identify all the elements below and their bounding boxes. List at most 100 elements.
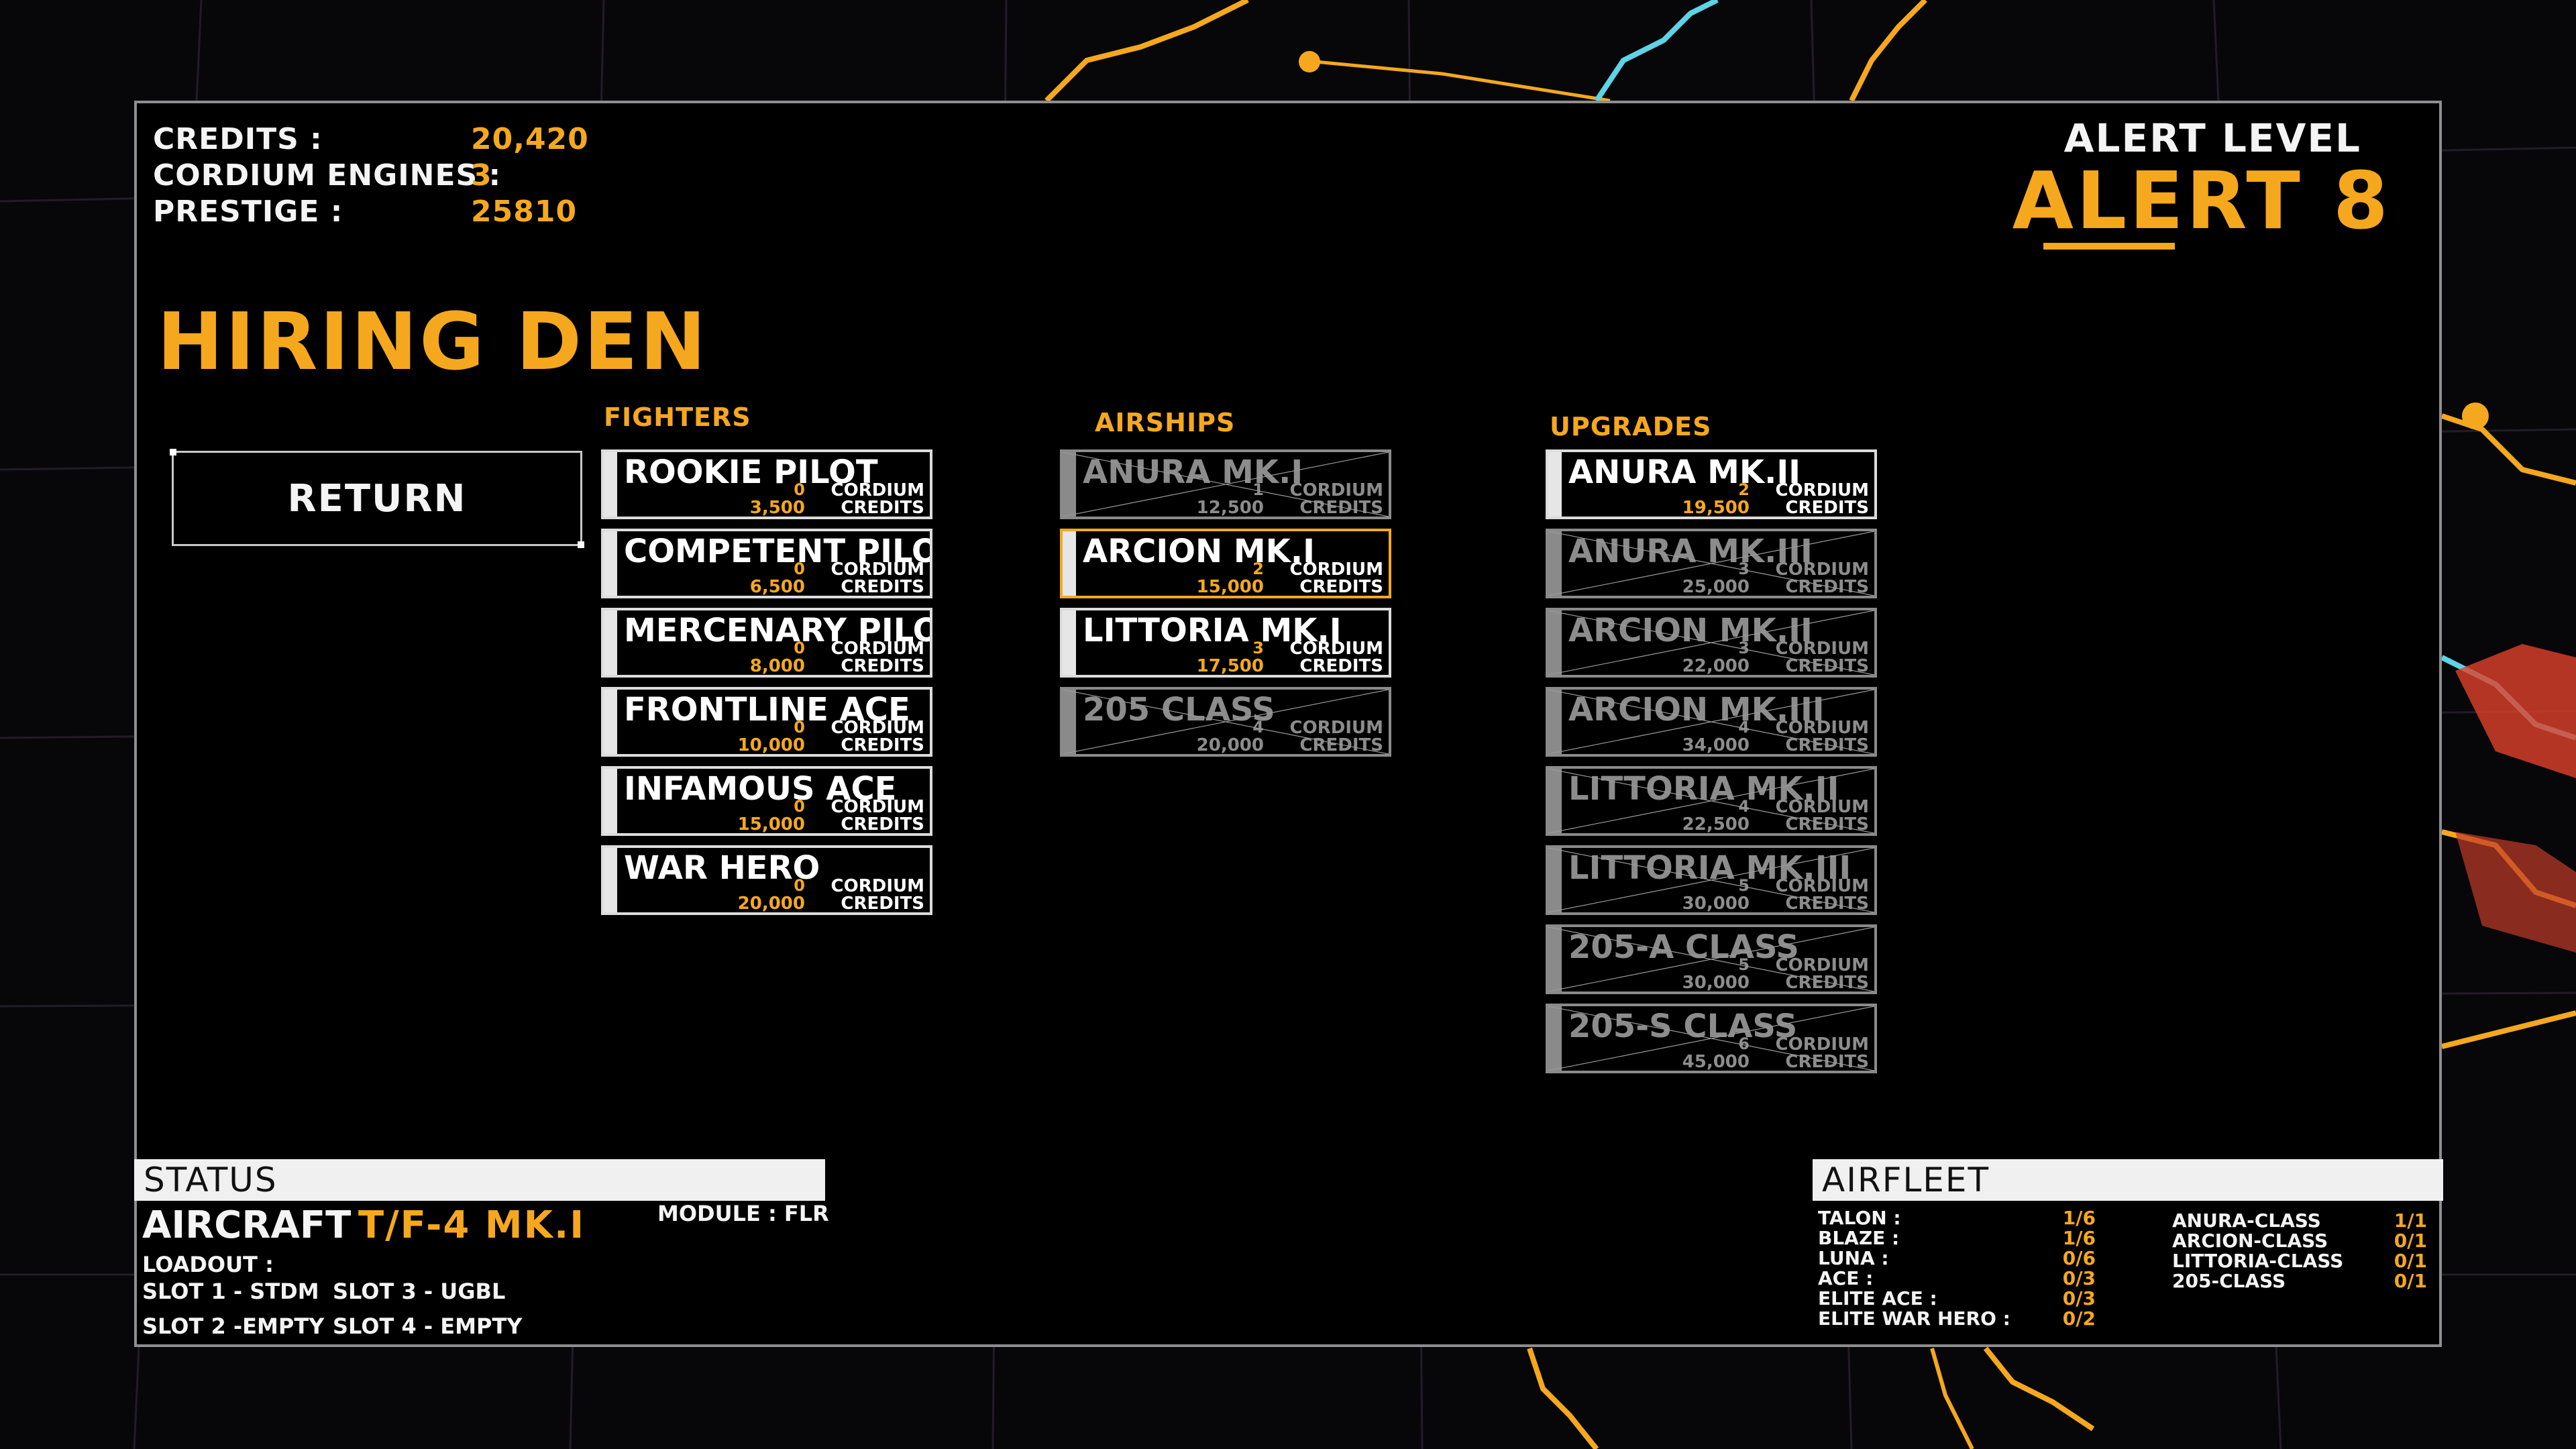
card-accent-bar [1548,690,1562,754]
loadout-label: LOADOUT : [142,1252,274,1277]
card-cordium-cost: 0 [794,639,805,657]
airfleet-value-littoria-class: 0/1 [2394,1250,2427,1272]
card-cordium-cost: 2 [1252,559,1264,578]
card-cordium-label: CORDIUM [1289,559,1383,580]
card-name: ARCION MK.I [1083,533,1315,570]
prestige-label: PRESTIGE : [153,195,343,229]
card-accent-bar [1548,1006,1562,1071]
airfleet-value-talon: 1/6 [2062,1207,2096,1229]
slot-1: SLOT 1 - STDM [142,1279,319,1304]
card-accent-bar [1063,690,1076,754]
card-name: WAR HERO [624,849,820,887]
card-cordium-label: CORDIUM [1775,718,1869,738]
return-button[interactable]: RETURN [170,449,584,548]
card-name: 205-A CLASS [1568,928,1799,966]
card-cordium-label: CORDIUM [830,639,924,659]
airfleet-label-littoria-class: LITTORIA-CLASS [2172,1250,2344,1272]
card-credits-cost: 30,000 [1682,894,1750,914]
card-cordium-cost: 0 [794,876,805,895]
card-cordium-label: CORDIUM [1775,876,1869,896]
card-cordium-label: CORDIUM [1775,955,1869,975]
card-accent-bar [1063,531,1076,596]
card-credits-label: CREDITS [841,656,924,676]
card-credits-cost: 12,500 [1196,498,1264,518]
locked-cross-icon [1548,610,1874,675]
airfleet-value-ace: 0/3 [2062,1267,2096,1289]
card-cordium-cost: 3 [1252,639,1264,657]
aircraft-value: T/F-4 MK.I [358,1203,586,1247]
locked-cross-icon [1548,1006,1874,1071]
airfleet-label-blaze: BLAZE : [1818,1227,1900,1249]
card-accent-bar [1548,610,1562,675]
card-credits-cost: 34,000 [1682,735,1750,755]
card-credits-label: CREDITS [841,498,924,518]
card-credits-cost: 8,000 [749,656,805,676]
return-button-label: RETURN [287,476,467,521]
aircraft-label: AIRCRAFT [142,1203,352,1247]
card-accent-bar [1548,452,1562,517]
card-name: LITTORIA MK.II [1568,770,1839,808]
card-name: 205 CLASS [1083,691,1275,729]
card-credits-label: CREDITS [841,894,924,914]
page-title: HIRING DEN [157,295,708,388]
card-credits-cost: 20,000 [1196,735,1264,755]
alert-underline [2043,243,2175,250]
card-credits-label: CREDITS [1785,498,1869,518]
airships-heading: AIRSHIPS [1095,408,1236,437]
card-name: INFAMOUS ACE [624,770,897,808]
airfleet-value-blaze: 1/6 [2062,1227,2096,1249]
card-accent-bar [604,610,617,675]
card-cordium-cost: 5 [1738,876,1750,895]
card-credits-label: CREDITS [841,814,924,835]
airfleet-value-elite-war-hero: 0/2 [2062,1307,2096,1330]
card-cordium-label: CORDIUM [1775,797,1869,817]
alert-level-label: ALERT LEVEL [2063,115,2361,161]
locked-cross-icon [1548,848,1874,912]
card-name: ANURA MK.II [1568,453,1801,491]
card-credits-cost: 25,000 [1682,577,1750,597]
card-accent-bar [1548,531,1562,596]
card-name: LITTORIA MK.I [1083,612,1342,649]
locked-cross-icon [1063,690,1389,754]
card-accent-bar [604,848,617,912]
airfleet-value-205-class: 0/1 [2394,1270,2427,1292]
card-cordium-cost: 0 [794,559,805,578]
airfleet-value-luna: 0/6 [2062,1247,2096,1269]
prestige-value: 25810 [471,195,578,229]
card-credits-cost: 45,000 [1682,1052,1750,1072]
card-cordium-cost: 3 [1738,639,1750,657]
card-cordium-cost: 3 [1738,559,1750,578]
card-cordium-label: CORDIUM [1775,559,1869,580]
card-credits-label: CREDITS [841,735,924,755]
card-cordium-cost: 5 [1738,955,1750,974]
card-credits-cost: 17,500 [1196,656,1264,676]
locked-cross-icon [1548,531,1874,596]
card-cordium-label: CORDIUM [830,876,924,896]
card-credits-cost: 22,000 [1682,656,1750,676]
card-credits-cost: 3,500 [749,498,805,518]
airfleet-value-arcion-class: 0/1 [2394,1230,2427,1252]
airfleet-label-elite-ace: ELITE ACE : [1818,1287,1937,1309]
hiring-den-panel: CREDITS : 20,420 CORDIUM ENGINES : 3 PRE… [134,101,2443,1347]
card-accent-bar [604,452,617,517]
card-credits-cost: 6,500 [749,577,805,597]
airfleet-label-luna: LUNA : [1818,1247,1889,1269]
